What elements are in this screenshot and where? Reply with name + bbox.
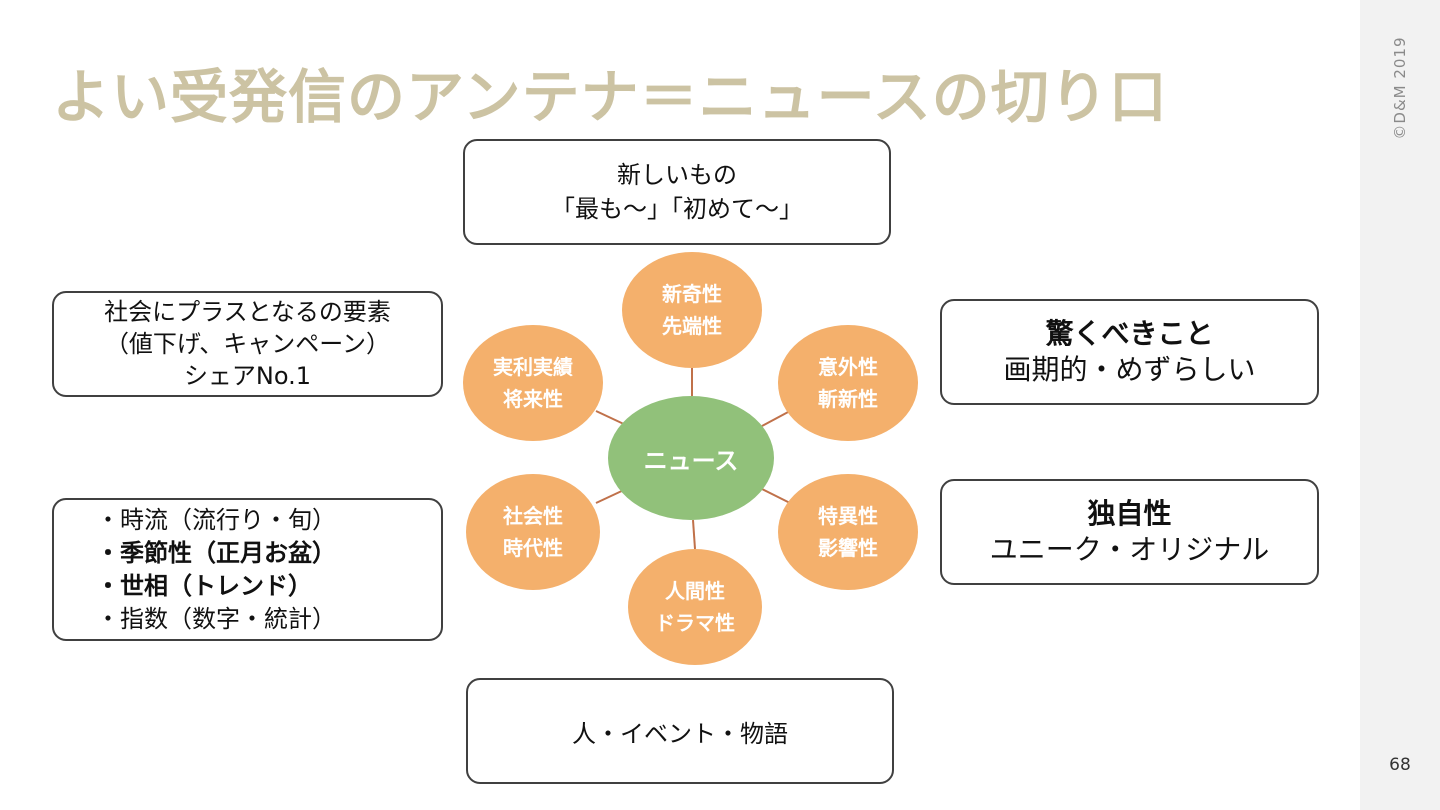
trend-item-4: ・指数（数字・統計） xyxy=(96,604,336,633)
box-social-plus-line2: （値下げ、キャンペーン） xyxy=(104,330,391,358)
node-human-line1: 人間性 xyxy=(665,579,725,603)
trend-item-1: ・時流（流行り・旬） xyxy=(96,505,336,534)
node-unique-line1: 特異性 xyxy=(818,504,878,528)
node-novelty: 新奇性 先端性 xyxy=(622,252,762,368)
slide-title: よい受発信のアンテナ＝ニュースの切り口 xyxy=(52,63,1168,131)
node-unique: 特異性 影響性 xyxy=(778,474,918,590)
node-human: 人間性 ドラマ性 xyxy=(628,549,762,665)
box-people-line1: 人・イベント・物語 xyxy=(572,719,788,748)
node-novelty-line2: 先端性 xyxy=(662,314,722,338)
box-social-plus: 社会にプラスとなるの要素 （値下げ、キャンペーン） シェアNo.1 xyxy=(52,291,443,397)
node-human-line2: ドラマ性 xyxy=(655,611,735,635)
node-unique-line2: 影響性 xyxy=(818,536,878,560)
node-social-line1: 社会性 xyxy=(503,504,563,528)
node-unexpected: 意外性 斬新性 xyxy=(778,325,918,441)
box-new-things-line1: 新しいもの xyxy=(617,161,737,189)
box-surprising: 驚くべきこと 画期的・めずらしい xyxy=(940,299,1319,405)
center-node-label: ニュース xyxy=(643,446,739,475)
box-new-things: 新しいもの 「最も～」「初めて～」 xyxy=(463,139,891,245)
box-social-plus-line3: シェアNo.1 xyxy=(183,362,312,390)
right-sidebar xyxy=(1360,0,1440,810)
trend-item-2: ・季節性（正月お盆） xyxy=(96,538,336,567)
box-new-things-line2: 「最も～」「初めて～」 xyxy=(551,195,803,223)
box-uniqueness-sub: ユニーク・オリジナル xyxy=(989,533,1270,566)
node-practical-line1: 実利実績 xyxy=(493,355,573,379)
connector-bottom-right xyxy=(761,488,791,504)
connector-bottom xyxy=(692,519,696,550)
node-novelty-line1: 新奇性 xyxy=(662,282,722,306)
box-uniqueness: 独自性 ユニーク・オリジナル xyxy=(940,479,1319,585)
box-people: 人・イベント・物語 xyxy=(466,678,894,784)
box-trends: ・時流（流行り・旬） ・季節性（正月お盆） ・世相（トレンド） ・指数（数字・統… xyxy=(52,498,443,641)
trend-item-3: ・世相（トレンド） xyxy=(96,571,312,600)
node-unexpected-line2: 斬新性 xyxy=(818,387,878,411)
node-practical: 実利実績 将来性 xyxy=(463,325,603,441)
connector-top-right xyxy=(761,410,791,427)
page-number: 68 xyxy=(1389,755,1411,775)
box-surprising-heading: 驚くべきこと xyxy=(1045,317,1214,350)
node-unexpected-line1: 意外性 xyxy=(818,355,878,379)
box-surprising-sub: 画期的・めずらしい xyxy=(1003,353,1256,386)
node-social: 社会性 時代性 xyxy=(466,474,600,590)
node-practical-line2: 将来性 xyxy=(503,387,563,411)
box-social-plus-line1: 社会にプラスとなるの要素 xyxy=(104,298,391,326)
node-social-line2: 時代性 xyxy=(503,536,563,560)
center-node-news: ニュース xyxy=(608,396,774,520)
box-uniqueness-heading: 独自性 xyxy=(1087,497,1172,530)
